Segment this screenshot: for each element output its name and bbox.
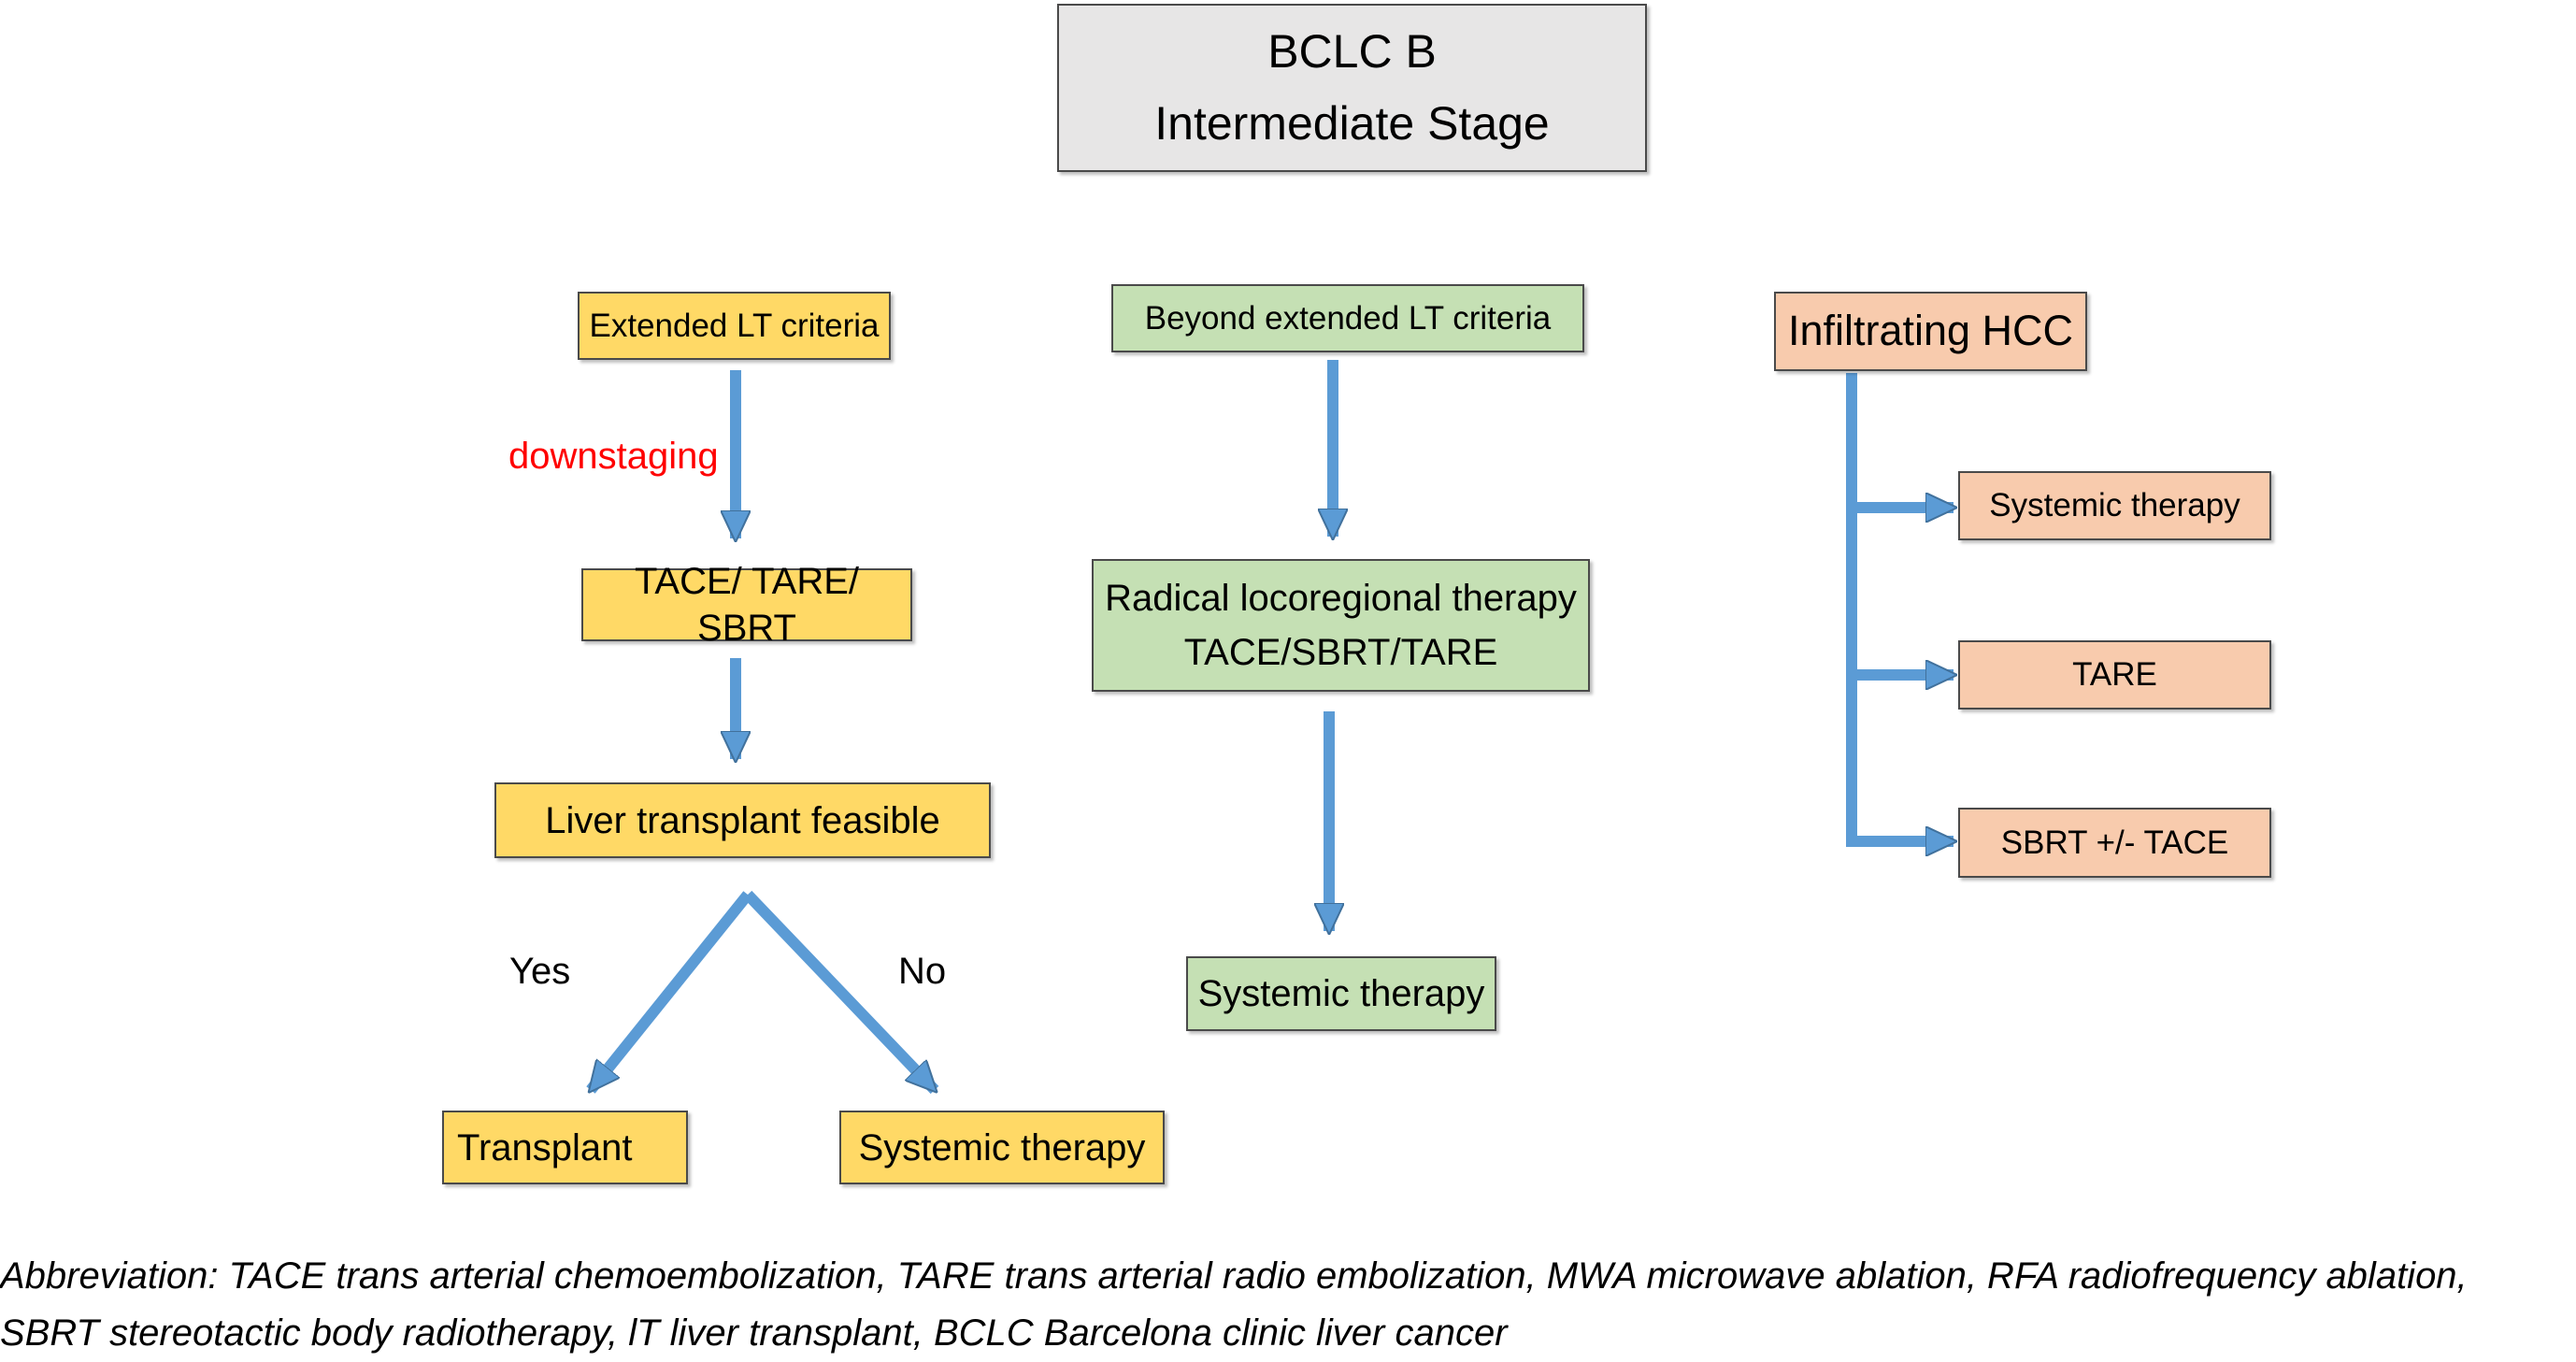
- beyond-extended-lt-criteria-box: Beyond extended LT criteria: [1111, 284, 1584, 352]
- infiltrating-hcc-box: Infiltrating HCC: [1774, 292, 2087, 371]
- transplant-box: Transplant: [442, 1111, 688, 1184]
- liver-transplant-feasible-label: Liver transplant feasible: [545, 799, 940, 841]
- abbreviation-footnote: Abbreviation: TACE trans arterial chemoe…: [0, 1255, 2468, 1354]
- stage-title-line1: BCLC B: [1267, 24, 1437, 78]
- left-systemic-therapy-box: Systemic therapy: [839, 1111, 1165, 1184]
- stage-title-line2: Intermediate Stage: [1154, 97, 1550, 150]
- tare-option-label: TARE: [2072, 656, 2157, 694]
- tare-option-box: TARE: [1958, 640, 2271, 710]
- radical-locoregional-therapy-box: Radical locoregional therapy TACE/SBRT/T…: [1092, 559, 1590, 692]
- tace-tare-sbrt-label: TACE/ TARE/ SBRT: [634, 561, 860, 649]
- radical-locoregional-line1: Radical locoregional therapy: [1105, 578, 1577, 619]
- extended-lt-criteria-box: Extended LT criteria: [578, 292, 891, 360]
- beyond-extended-lt-criteria-label: Beyond extended LT criteria: [1144, 299, 1552, 337]
- no-edge-label: No: [898, 951, 947, 992]
- extended-lt-criteria-label: Extended LT criteria: [589, 307, 880, 344]
- stage-title-box: BCLC B Intermediate Stage: [1057, 4, 1647, 172]
- transplant-label: Transplant: [457, 1126, 633, 1168]
- infiltrating-hcc-label: Infiltrating HCC: [1787, 307, 2074, 355]
- arrow-decision-yes: [586, 891, 752, 1090]
- right-systemic-therapy-box: Systemic therapy: [1958, 471, 2271, 540]
- left-systemic-therapy-label: Systemic therapy: [858, 1126, 1146, 1168]
- sbrt-tace-option-label: SBRT +/- TACE: [2000, 824, 2229, 861]
- middle-systemic-therapy-label: Systemic therapy: [1197, 973, 1485, 1014]
- radical-locoregional-line2: TACE/SBRT/TARE: [1183, 632, 1498, 673]
- tace-tare-sbrt-box: TACE/ TARE/ SBRT: [581, 561, 912, 649]
- middle-systemic-therapy-box: Systemic therapy: [1186, 956, 1496, 1031]
- yes-edge-label: Yes: [509, 951, 571, 992]
- liver-transplant-feasible-box: Liver transplant feasible: [494, 782, 991, 858]
- arrow-decision-no: [743, 890, 935, 1090]
- sbrt-tace-option-box: SBRT +/- TACE: [1958, 808, 2271, 878]
- right-systemic-therapy-label: Systemic therapy: [1989, 487, 2240, 524]
- downstaging-edge-label: downstaging: [508, 436, 719, 477]
